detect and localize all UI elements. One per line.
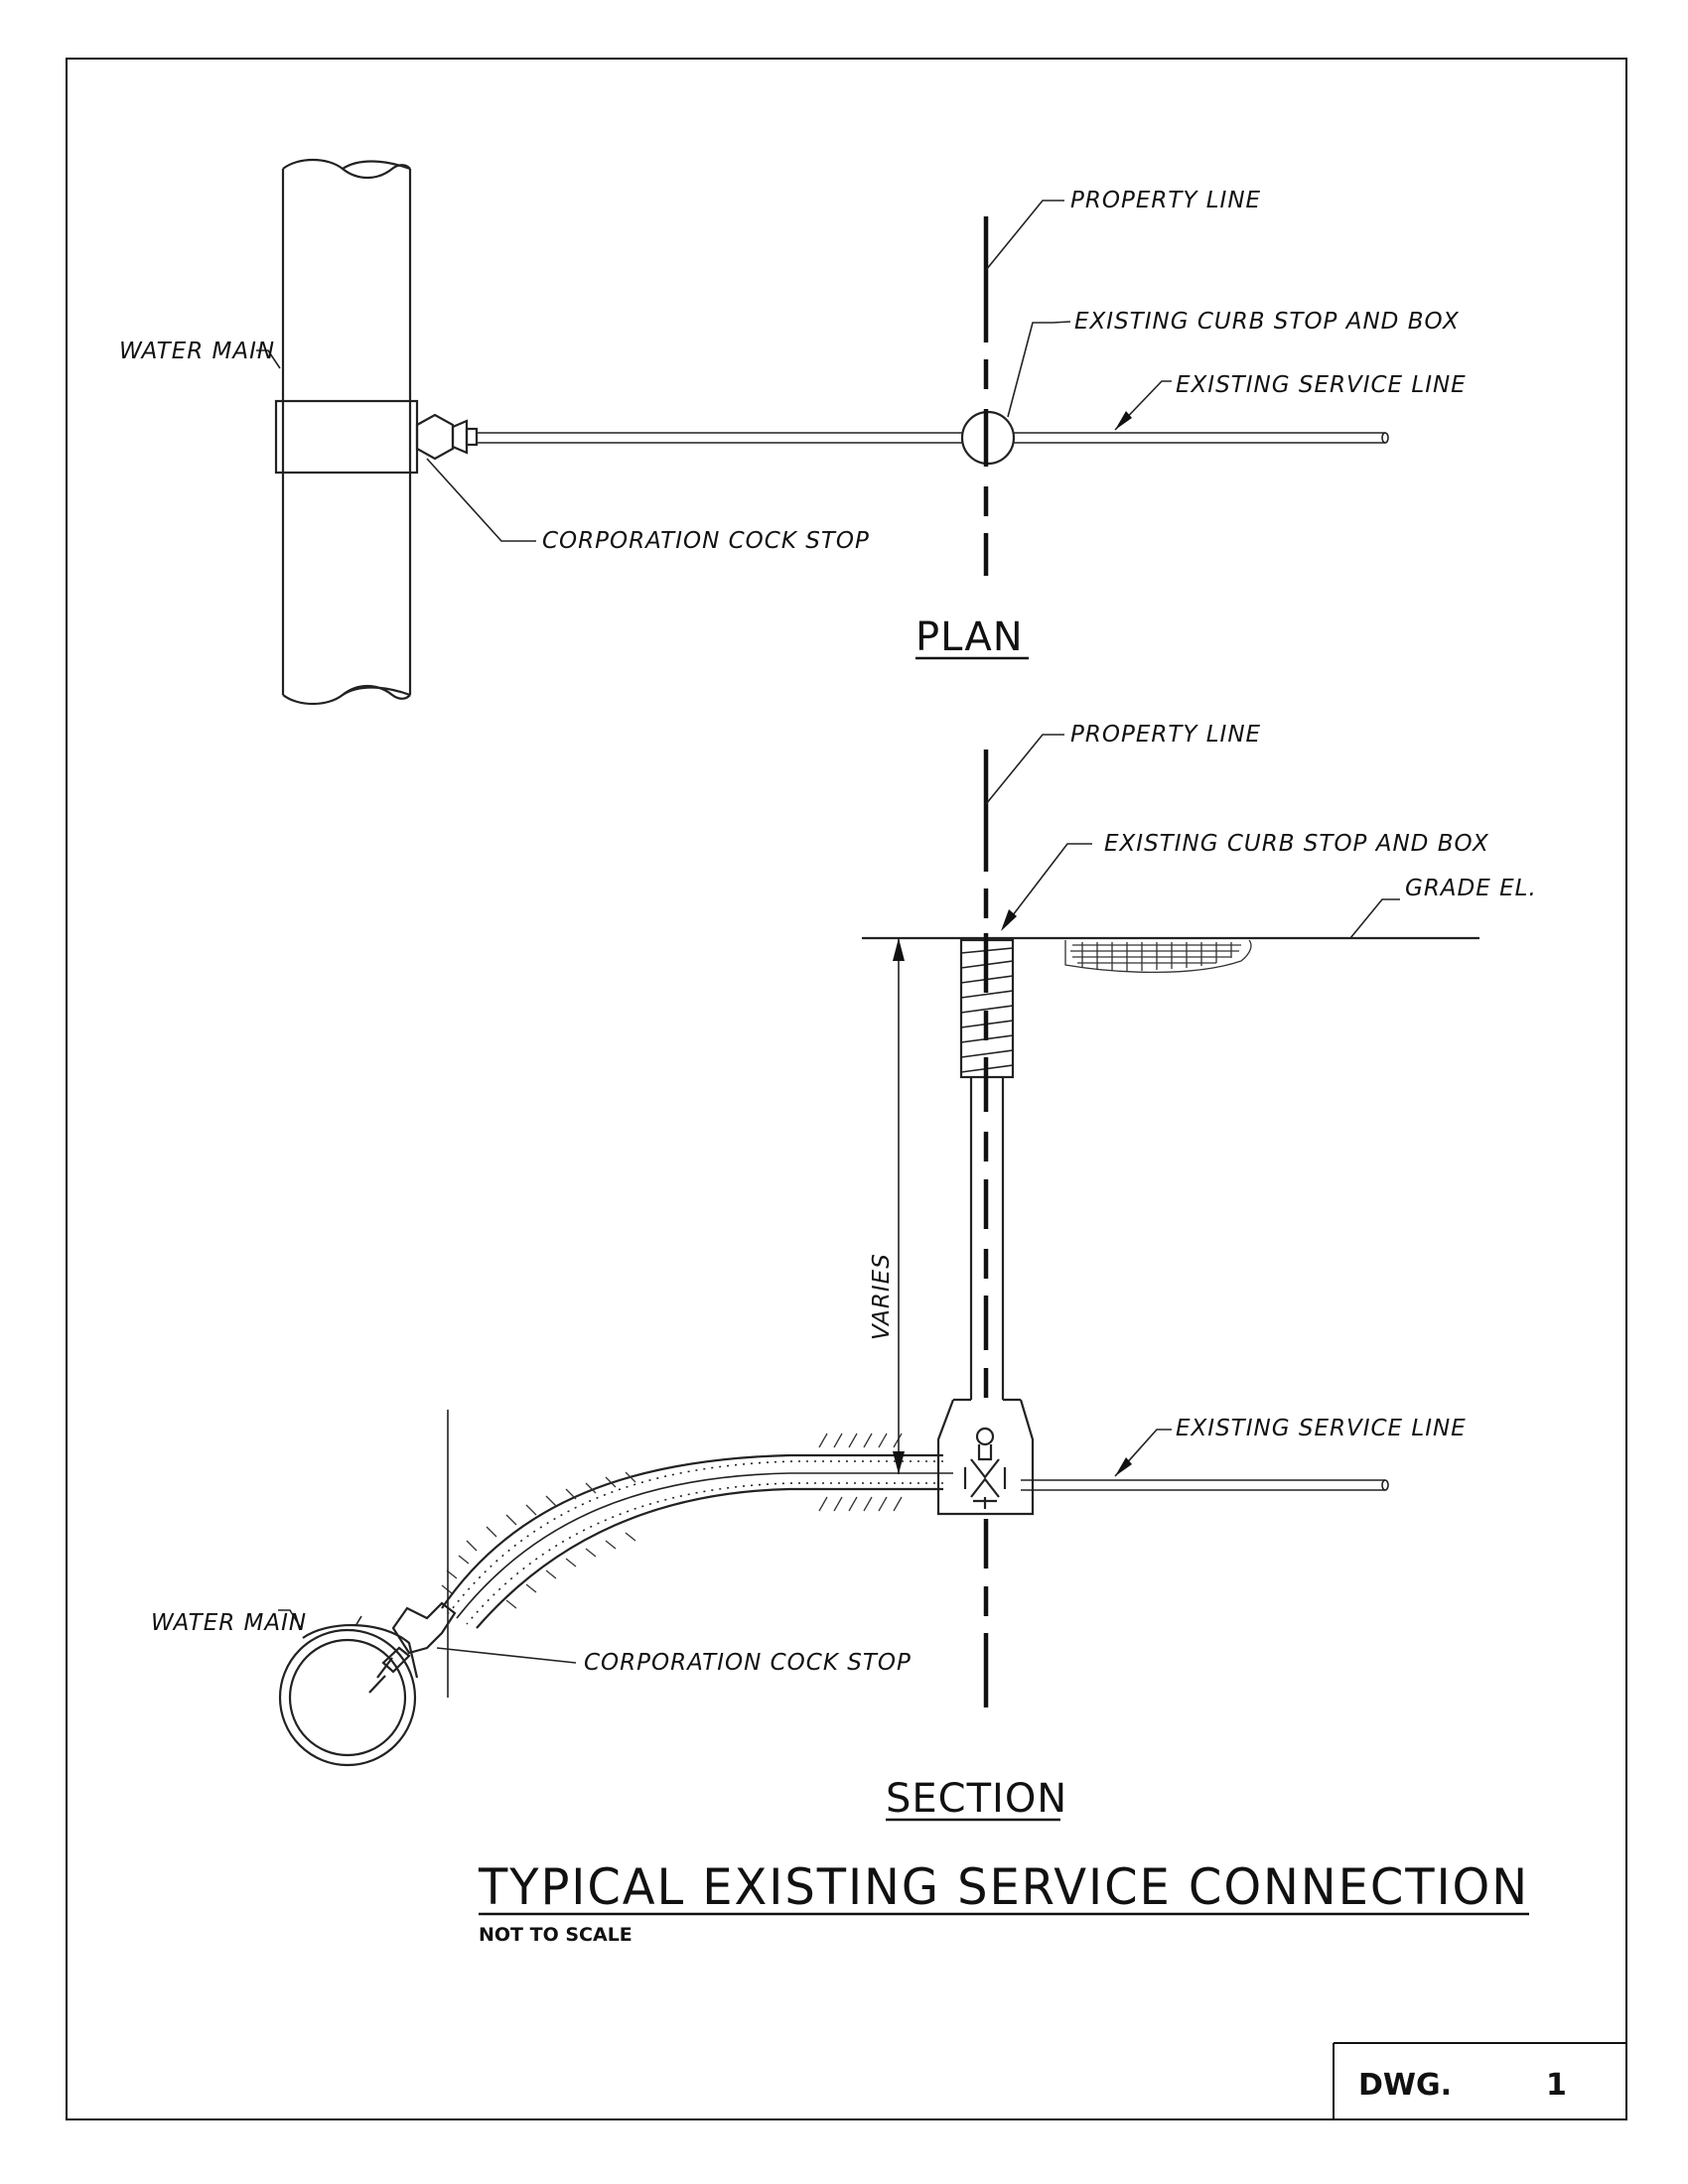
dwg-label: DWG. [1358, 2068, 1452, 2103]
plan-property-line-label: PROPERTY LINE [1070, 188, 1261, 213]
varies-label: VARIES [869, 1253, 895, 1340]
plan-view: PROPERTY LINE EXISTING CURB STOP AND BOX… [119, 159, 1467, 705]
grade-soil-hatch [1064, 939, 1252, 974]
section-water-main-label: WATER MAIN [151, 1610, 307, 1636]
section-curb-stop-label: EXISTING CURB STOP AND BOX [1104, 831, 1489, 857]
drawing-title: TYPICAL EXISTING SERVICE CONNECTION NOT … [478, 1858, 1529, 1946]
plan-service-pipe-property-side [1014, 432, 1385, 444]
grade-label: GRADE EL. [1405, 876, 1537, 901]
section-property-line-label: PROPERTY LINE [1070, 722, 1261, 748]
not-to-scale: NOT TO SCALE [479, 1924, 633, 1946]
section-service-line-label: EXISTING SERVICE LINE [1176, 1416, 1467, 1441]
section-corp-cock-label: CORPORATION COCK STOP [584, 1650, 912, 1676]
main-title: TYPICAL EXISTING SERVICE CONNECTION [478, 1858, 1529, 1916]
dwg-number: 1 [1546, 2068, 1567, 2103]
sheet-border [66, 58, 1627, 2120]
title-block: DWG. 1 [1333, 2042, 1626, 2119]
plan-title: PLAN [915, 614, 1024, 660]
section-view: PROPERTY LINE EXISTING CURB STOP AND BOX… [151, 722, 1537, 1822]
section-service-pipe-property-side [1021, 1479, 1385, 1491]
plan-corp-cock-label: CORPORATION COCK STOP [542, 528, 870, 554]
section-corporation-cock [368, 1601, 457, 1694]
plan-water-main-label: WATER MAIN [119, 339, 275, 364]
plan-service-pipe-main-side [477, 432, 963, 444]
section-service-pipe-curve [441, 1453, 953, 1629]
trench-hatch [441, 1433, 903, 1609]
plan-curb-stop-label: EXISTING CURB STOP AND BOX [1074, 309, 1460, 335]
plan-water-main [274, 159, 419, 705]
section-title: SECTION [886, 1776, 1067, 1822]
section-curb-stop-valve [963, 1427, 1007, 1509]
plan-corporation-cock [415, 413, 479, 461]
plan-service-line-label: EXISTING SERVICE LINE [1176, 372, 1467, 398]
varies-dimension [893, 938, 905, 1474]
section-water-main [278, 1615, 419, 1767]
